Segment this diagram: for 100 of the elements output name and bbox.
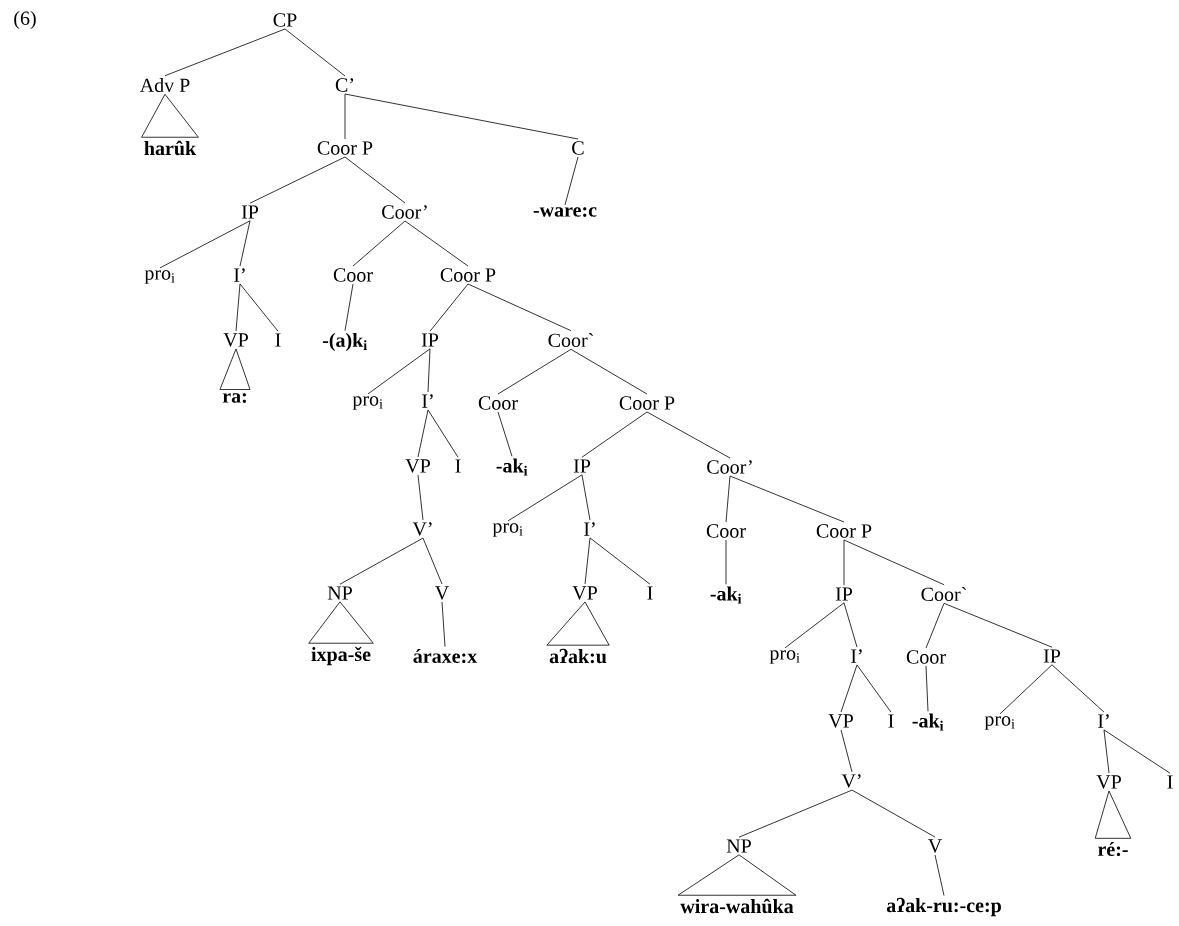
category-label: Coor P (619, 396, 675, 410)
category-label: CP (273, 13, 297, 27)
branch-line (840, 664, 858, 713)
category-label: VP (828, 714, 853, 728)
branch-line (344, 283, 354, 332)
branch-line (497, 411, 513, 457)
branch-line (843, 602, 858, 648)
category-label: Coor (706, 524, 746, 538)
branch-line (1051, 664, 1105, 713)
word-label: aʔak-ru:-ce:p (886, 897, 1001, 917)
branch-line (646, 411, 731, 459)
word-label: áraxe:x (413, 648, 478, 664)
triangle (141, 93, 199, 138)
word-label: -ak$_{i}$ (710, 586, 742, 604)
branch-line (925, 602, 945, 649)
branch-line (427, 409, 459, 458)
category-label: Coor` (548, 332, 593, 348)
category-label: IP (1043, 649, 1061, 663)
category-label: C’ (335, 78, 354, 92)
branch-line (497, 348, 572, 395)
category-label: pro$_{i}$ (144, 270, 175, 284)
branch-line (352, 220, 406, 267)
category-label: I (888, 714, 894, 728)
category-label: I’ (851, 649, 862, 663)
word-label: -ware:c (533, 207, 597, 217)
category-label: Coor P (317, 141, 373, 155)
branch-line (429, 283, 469, 332)
category-label: Adv P (139, 78, 190, 93)
branch-line (441, 601, 446, 648)
branch-line (1103, 729, 1110, 774)
branch-line (1103, 729, 1171, 774)
triangle (219, 348, 251, 390)
category-label: Coor` (921, 586, 966, 602)
category-label: I (647, 586, 653, 600)
category-label: V’ (412, 522, 432, 536)
category-label: Coor (333, 268, 373, 282)
category-label: I’ (422, 394, 433, 408)
category-label: I (275, 333, 281, 347)
branch-line (367, 348, 431, 395)
branch-line (339, 537, 424, 585)
branch-line (239, 283, 279, 332)
branch-line (284, 28, 346, 77)
category-label: pro$_{i}$ (492, 523, 523, 537)
branch-line (851, 789, 936, 838)
word-label: -(a)k$_{i}$ (322, 332, 367, 352)
branch-line (344, 93, 346, 140)
category-label: I (1167, 775, 1173, 789)
branch-line (925, 665, 929, 712)
word-label: harûk (144, 140, 197, 156)
branch-line (564, 156, 579, 206)
branch-line (467, 283, 572, 332)
category-label: pro$_{i}$ (984, 716, 1015, 730)
branch-line (427, 348, 431, 393)
category-label: I’ (234, 268, 245, 282)
category-label: VP (223, 333, 248, 347)
branch-line (417, 474, 424, 521)
branch-line (235, 283, 241, 332)
branch-line (729, 475, 845, 523)
category-label: IP (421, 333, 439, 347)
branch-line (422, 537, 443, 585)
category-label: Coor’ (707, 460, 752, 474)
category-label: NP (726, 839, 751, 853)
branch-line (856, 664, 892, 713)
category-label: VP (1096, 775, 1121, 789)
branch-line (934, 854, 945, 896)
branch-line (784, 602, 845, 649)
category-label: I (455, 459, 461, 473)
word-label: wira-wahûka (680, 898, 794, 914)
word-label: ra: (222, 393, 246, 403)
word-label: -ak$_{i}$ (912, 713, 944, 731)
triangle (546, 601, 610, 646)
branch-line (738, 789, 853, 838)
branch-line (581, 474, 591, 521)
category-label: Coor’ (382, 205, 427, 219)
category-label: I’ (1098, 714, 1109, 728)
branch-line (249, 156, 346, 204)
branch-line (159, 220, 251, 269)
word-label: -ak$_{i}$ (496, 458, 528, 476)
triangle (308, 601, 374, 644)
branch-line (404, 220, 469, 267)
branch-line (589, 537, 651, 585)
branch-line (840, 729, 853, 773)
category-label: C (572, 141, 584, 155)
branch-line (507, 474, 583, 522)
category-label: VP (572, 586, 597, 600)
branch-line (344, 93, 579, 140)
branch-line (239, 220, 251, 267)
category-label: IP (573, 459, 591, 473)
category-label: NP (327, 586, 352, 600)
word-label: aʔak:u (549, 648, 607, 664)
branch-line (417, 409, 429, 458)
triangle (1094, 790, 1132, 839)
branch-line (843, 539, 845, 586)
branch-line (570, 348, 648, 395)
branch-line (725, 539, 727, 585)
branch-line (943, 602, 1053, 648)
category-label: VP (405, 459, 430, 473)
example-number: (6) (14, 10, 36, 30)
branch-line (581, 411, 648, 458)
branch-line (843, 539, 945, 586)
